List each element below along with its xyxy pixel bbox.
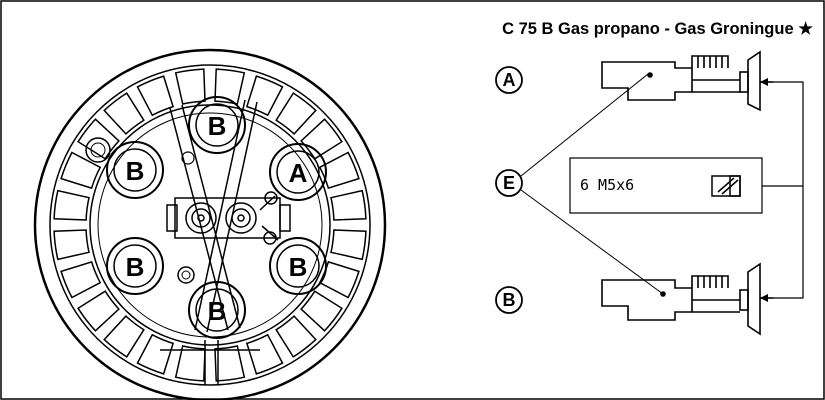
burner-slot <box>174 345 206 382</box>
burner-slot <box>214 345 246 382</box>
burner-slot <box>60 151 102 190</box>
burner-slot <box>300 118 343 160</box>
burner-slot <box>174 68 206 105</box>
fitting-center <box>177 266 195 284</box>
injector-b-lower-left: B <box>106 237 164 295</box>
fitting-left <box>85 137 111 163</box>
connector-bracket <box>762 81 804 299</box>
fitting-top <box>181 151 195 165</box>
burner-slot <box>77 290 120 332</box>
injector-detail-a <box>601 50 773 112</box>
burner-slot <box>136 333 175 375</box>
callout-e: E <box>495 169 523 197</box>
burner-slot <box>245 75 284 117</box>
screw-spec-text: 6 M5x6 <box>580 176 634 194</box>
injector-label: B <box>208 111 227 141</box>
injector-b-top: B <box>188 96 246 154</box>
screw-spec-box: 6 M5x6 <box>569 157 763 214</box>
burner-slots <box>53 68 367 382</box>
burner-slot <box>60 260 102 299</box>
burner-head: B B A B B B <box>33 48 387 400</box>
arrowheads <box>760 78 768 302</box>
burner-slot <box>300 290 343 332</box>
callout-a: A <box>495 66 523 94</box>
screw-icon <box>711 175 741 197</box>
burner-slot <box>53 229 90 261</box>
burner-slot <box>136 75 175 117</box>
burner-slot <box>53 189 90 221</box>
injector-detail-b <box>601 262 773 336</box>
diagram-title: C 75 B Gas propano - Gas Groningue ★ <box>502 20 814 38</box>
burner-slot <box>245 333 284 375</box>
callout-b: B <box>495 286 523 314</box>
leader-line-top <box>520 73 649 177</box>
burner-outer-ring-inner <box>49 64 371 386</box>
injector-a-upper-right: A <box>269 143 327 201</box>
injector-label: B <box>208 296 227 326</box>
burner-outer-ring <box>33 48 387 400</box>
burner-pipes <box>160 99 260 385</box>
callout-b-label: B <box>503 290 516 310</box>
burner-slot <box>330 189 367 221</box>
burner-slot <box>318 151 360 190</box>
fitting-left-inner <box>90 142 106 158</box>
burner-slot <box>214 68 246 105</box>
injector-b-bottom: B <box>188 281 246 339</box>
burner-slot <box>103 92 145 135</box>
callout-e-label: E <box>503 173 515 193</box>
injector-label: A <box>289 158 308 188</box>
injector-b-lower-right: B <box>269 237 327 295</box>
injector-label: B <box>289 252 308 282</box>
burner-slot <box>103 315 145 358</box>
fitting-center-inner <box>181 270 191 280</box>
leader-line-bottom <box>520 189 664 295</box>
injector-label: B <box>126 252 145 282</box>
central-valve-block <box>166 191 291 245</box>
injector-label: B <box>126 156 145 186</box>
callout-a-label: A <box>503 70 516 90</box>
burner-slot <box>275 315 317 358</box>
injector-b-upper-left: B <box>106 141 164 199</box>
burner-slot <box>330 229 367 261</box>
burner-slot <box>275 92 317 135</box>
